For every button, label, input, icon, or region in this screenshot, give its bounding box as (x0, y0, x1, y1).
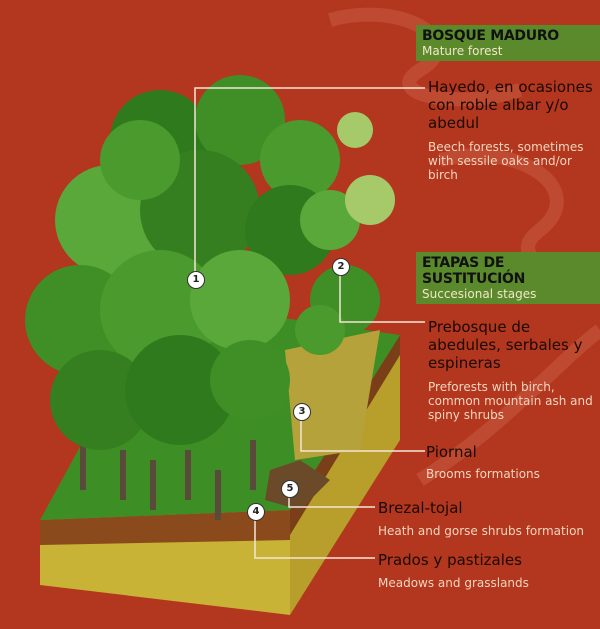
tree-trunk (150, 460, 156, 510)
marker-3: 3 (293, 403, 311, 421)
marker-2: 2 (332, 258, 350, 276)
stages-subtitle: Succesional stages (422, 287, 537, 301)
marker-5: 5 (281, 480, 299, 498)
tree-trunk (250, 440, 256, 490)
tree-crown (300, 190, 360, 250)
tree-crown (100, 120, 180, 200)
item-4-translation: Meadows and grasslands (378, 576, 529, 590)
header-title: BOSQUE MADURO (422, 28, 559, 44)
successional-stages-header: ETAPAS DE SUSTITUCIÓN Succesional stages (416, 252, 600, 304)
tree-canopy (25, 75, 395, 520)
item-2-translation: Preforests with birch, common mountain a… (428, 380, 593, 422)
item-1-translation: Beech forests, sometimes with sessile oa… (428, 140, 584, 182)
item-1-label: Hayedo, en ocasiones con roble albar y/o… (428, 78, 593, 132)
soil-topsoil (40, 510, 290, 545)
tree-trunk (80, 440, 86, 490)
item-3-translation: Brooms formations (426, 467, 540, 481)
broom-patch (285, 330, 380, 460)
header-subtitle: Mature forest (422, 44, 503, 58)
tree-crown (190, 250, 290, 350)
marker-1: 1 (187, 271, 205, 289)
tree-crown (210, 340, 290, 420)
soil-side-face (290, 335, 400, 615)
tree-crown (260, 120, 340, 200)
marker-4: 4 (247, 503, 265, 521)
leader-lines (194, 87, 425, 559)
stages-title: ETAPAS DE SUSTITUCIÓN (422, 255, 526, 287)
tree-crown (337, 112, 373, 148)
tree-crown (195, 75, 285, 165)
tree-trunk (120, 450, 126, 500)
item-2-label: Prebosque de abedules, serbales y espine… (428, 318, 583, 372)
item-5-label: Brezal-tojal (378, 499, 463, 517)
tree-trunk (215, 470, 221, 520)
tree-crown (295, 305, 345, 355)
tree-crown (125, 335, 235, 445)
tree-trunk (185, 450, 191, 500)
item-5-translation: Heath and gorse shrubs formation (378, 524, 585, 538)
item-4-label: Prados y pastizales (378, 551, 522, 569)
mature-forest-header: BOSQUE MADURO Mature forest (416, 25, 600, 61)
item-3-label: Piornal (426, 443, 477, 461)
tree-crown (345, 175, 395, 225)
tree-crown (50, 350, 150, 450)
